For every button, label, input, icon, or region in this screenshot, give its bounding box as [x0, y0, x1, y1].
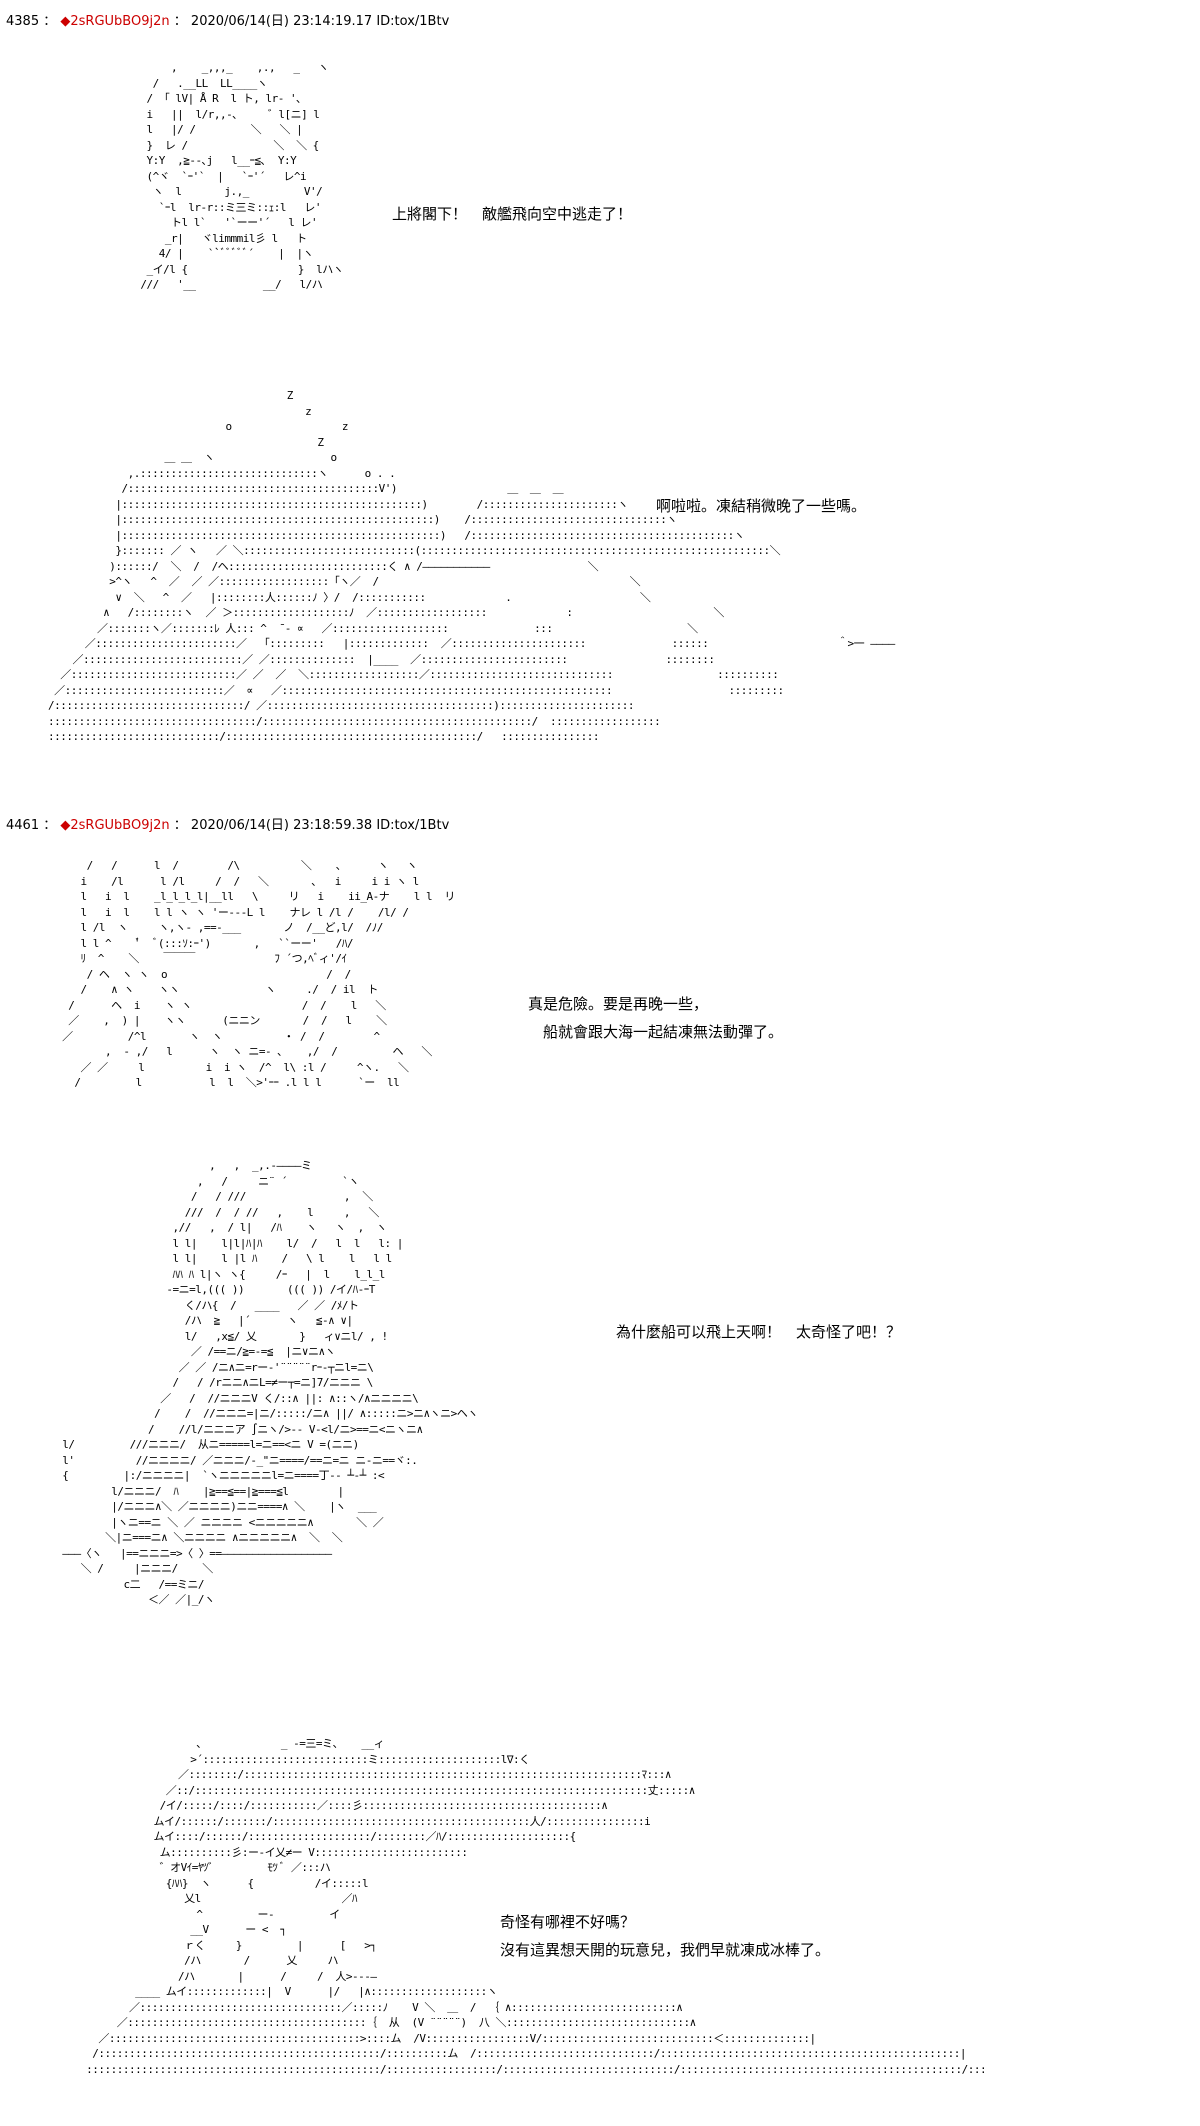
- dialogue-line: 上將閣下！ 敵艦飛向空中逃走了！: [392, 205, 633, 223]
- post-header: 4385 ： ◆2sRGUbBO9j2n ： 2020/06/14(日) 23:…: [6, 14, 449, 30]
- dialogue-line: 沒有這異想天開的玩意兒，我們早就凍成冰棒了。: [500, 1941, 831, 1959]
- separator: ：: [43, 818, 57, 833]
- poster-trip: 2sRGUbBO9j2n: [70, 14, 170, 29]
- dialogue-line: 船就會跟大海一起結凍無法動彈了。: [528, 1023, 784, 1041]
- ascii-art-character-explaining: ､ _ ‐=三=ミ、 __ィ >´:::::::::::::::::::::::…: [86, 1737, 987, 2076]
- trip-marker-icon: ◆: [60, 14, 71, 29]
- trip-marker-icon: ◆: [60, 818, 71, 833]
- post-number[interactable]: 4385: [6, 14, 40, 29]
- post-datetime: 2020/06/14(日) 23:14:19.17: [190, 14, 373, 29]
- dialogue-line: 奇怪有哪裡不好嗎？: [500, 1913, 636, 1931]
- ascii-art-character-worried: / / l / /\ ＼ ､ ヽ ヽ i /l l /l / / ＼ ､ i i…: [62, 859, 455, 1089]
- poster-trip: 2sRGUbBO9j2n: [70, 818, 170, 833]
- ascii-art-admiral: , _,,,_ ,., _ ヽ / .__LL LL____ヽ / 「 lV| …: [140, 61, 344, 291]
- post-datetime: 2020/06/14(日) 23:18:59.38: [190, 818, 373, 833]
- dialogue-line: 為什麼船可以飛上天啊！ 太奇怪了吧！？: [616, 1323, 902, 1341]
- ascii-art-sleeping-ship: Z z o z Z ＿ ＿ ヽ o: [48, 389, 895, 743]
- dialogue: 為什麼船可以飛上天啊！ 太奇怪了吧！？: [616, 1318, 901, 1346]
- post-number[interactable]: 4461: [6, 818, 40, 833]
- dialogue: 啊啦啦。凍結稍微晚了一些嗎。: [656, 492, 866, 520]
- dialogue: 上將閣下！ 敵艦飛向空中逃走了！: [392, 200, 632, 228]
- dialogue: 奇怪有哪裡不好嗎？ 沒有這異想天開的玩意兒，我們早就凍成冰棒了。: [500, 1908, 830, 1964]
- poster-id[interactable]: ID:tox/1Btv: [376, 818, 450, 833]
- dialogue-line: 真是危險。要是再晚一些，: [528, 995, 709, 1013]
- dialogue: 真是危險。要是再晚一些， 船就會跟大海一起結凍無法動彈了。: [528, 990, 783, 1046]
- post-header: 4461 ： ◆2sRGUbBO9j2n ： 2020/06/14(日) 23:…: [6, 818, 449, 834]
- ascii-art-character-surprised: , , _,.-――――ミ , / ニ¨ ´ `ヽ / / /// , ＼ //…: [62, 1159, 478, 1606]
- separator: ：: [43, 14, 57, 29]
- separator: ：: [173, 14, 187, 29]
- poster-id[interactable]: ID:tox/1Btv: [376, 14, 450, 29]
- dialogue-line: 啊啦啦。凍結稍微晚了一些嗎。: [656, 497, 867, 515]
- separator: ：: [173, 818, 187, 833]
